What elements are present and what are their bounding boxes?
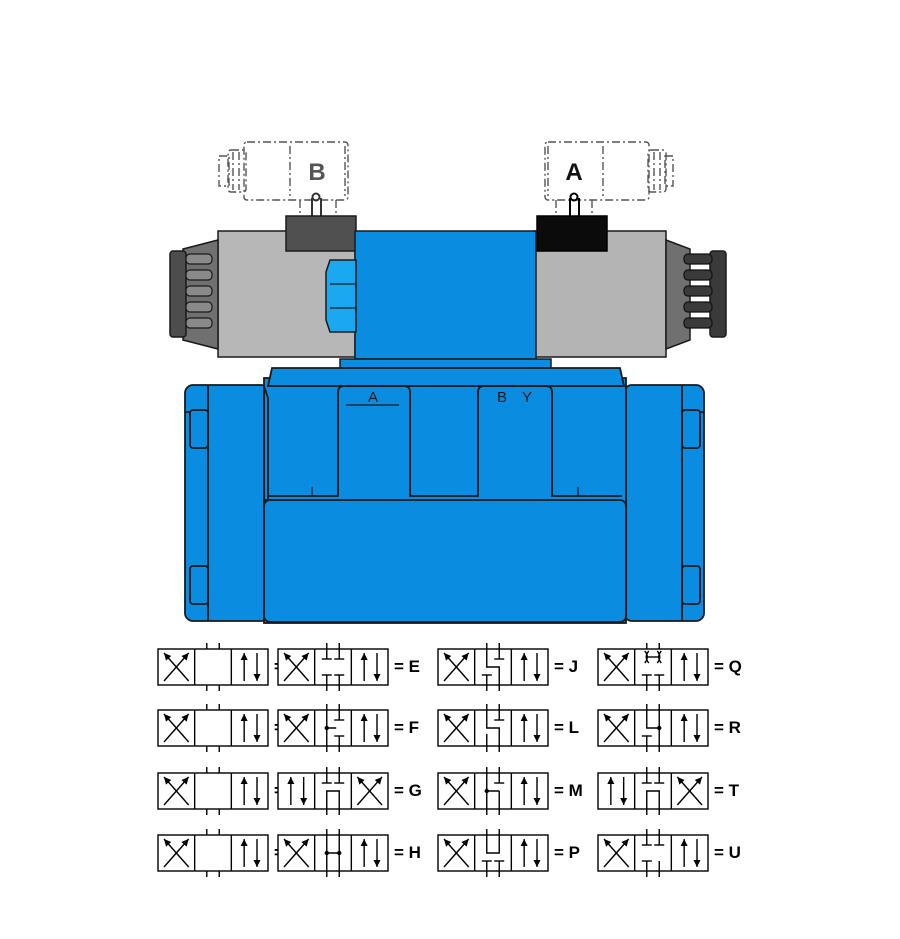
- spool-symbol-j: = J: [437, 643, 608, 691]
- spool-symbol-p: = P: [437, 829, 608, 877]
- spool-symbol-code: = T: [714, 781, 740, 800]
- spool-symbol-graphic: [277, 643, 389, 691]
- solenoid-b-connector: [285, 215, 357, 252]
- spool-symbol-m: = M: [437, 767, 608, 815]
- center-block: [354, 230, 537, 360]
- spool-symbol-graphic: [277, 767, 389, 815]
- hex-nut: [325, 259, 357, 333]
- spool-symbol-graphic: [157, 643, 269, 691]
- spool-symbol-t: = T: [597, 767, 768, 815]
- spool-symbol-code: = E: [394, 657, 420, 676]
- spool-symbol-r: = R: [597, 704, 768, 752]
- spool-symbol-graphic: [437, 829, 549, 877]
- spool-symbol-code: = F: [394, 718, 420, 737]
- solenoid-b-label: B: [308, 159, 325, 186]
- port-label-a: A: [368, 389, 378, 406]
- solenoid-b-coil: [169, 230, 356, 358]
- spool-symbol-graphic: [277, 829, 389, 877]
- spool-symbol-graphic: [597, 643, 709, 691]
- port-label-b: B: [497, 389, 507, 406]
- solenoid-a-pins: [569, 192, 580, 218]
- solenoid-b-connector-outline: [218, 141, 349, 216]
- spool-symbol-q: = Q: [597, 643, 768, 691]
- spool-symbol-graphic: [157, 829, 269, 877]
- spool-symbol-f: = F: [277, 704, 448, 752]
- solenoid-a-coil: [532, 230, 727, 358]
- solenoid-a-label: A: [565, 159, 582, 186]
- spool-symbol-code: = G: [394, 781, 422, 800]
- spool-symbol-code: = Q: [714, 657, 742, 676]
- spool-symbol-graphic: [437, 767, 549, 815]
- spool-symbol-l: = L: [437, 704, 608, 752]
- solenoid-b-pins: [311, 192, 322, 218]
- spool-symbol-code: = M: [554, 781, 583, 800]
- spool-symbol-code: = L: [554, 718, 580, 737]
- spool-symbol-e: = E: [277, 643, 448, 691]
- spool-symbol-graphic: [437, 643, 549, 691]
- spool-symbol-code: = P: [554, 843, 580, 862]
- spool-symbol-code: = H: [394, 843, 421, 862]
- spool-symbol-code: = J: [554, 657, 579, 676]
- spool-symbol-graphic: [277, 704, 389, 752]
- spool-symbol-code: = U: [714, 843, 741, 862]
- spool-symbol-graphic: [157, 767, 269, 815]
- spool-symbol-g: = G: [277, 767, 448, 815]
- solenoid-a-connector: [536, 215, 608, 252]
- spool-symbol-graphic: [597, 767, 709, 815]
- port-label-y: Y: [522, 389, 532, 406]
- spool-symbol-code: = R: [714, 718, 741, 737]
- spool-symbol-graphic: [597, 829, 709, 877]
- spool-symbol-graphic: [597, 704, 709, 752]
- spool-symbol-u: = U: [597, 829, 768, 877]
- solenoid-a-connector-outline: [544, 141, 674, 216]
- valve-body: [184, 367, 705, 624]
- spool-symbol-graphic: [437, 704, 549, 752]
- spool-symbol-h: = H: [277, 829, 448, 877]
- spool-symbol-graphic: [157, 704, 269, 752]
